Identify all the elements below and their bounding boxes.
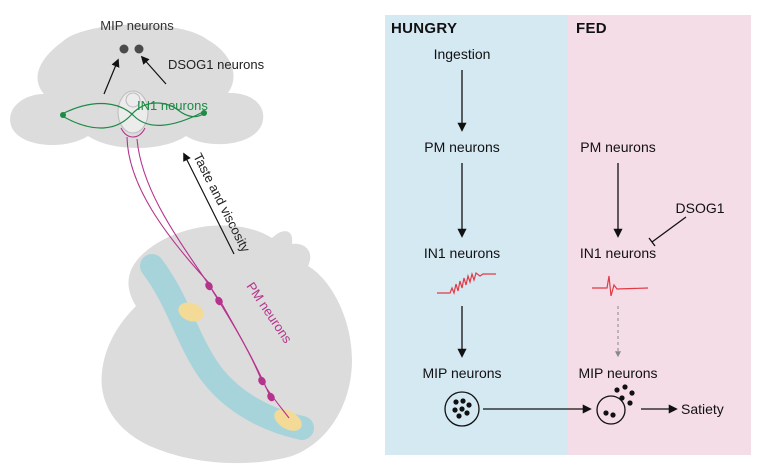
- in1-neurites: [63, 102, 204, 129]
- hungry-in1-label: IN1 neurons: [423, 245, 501, 261]
- hungry-mip-label: MIP neurons: [422, 365, 502, 381]
- pm-somata: [205, 281, 275, 402]
- brain-outline: [10, 24, 264, 148]
- in1-soma-right: [201, 110, 207, 116]
- fed-mip-label: MIP neurons: [578, 365, 658, 381]
- fed-panel: [568, 15, 751, 455]
- taste-viscosity-label: Taste and viscosity: [190, 151, 253, 255]
- pm-neurons-left-label: PM neurons: [244, 279, 296, 346]
- mip-label: MIP neurons: [100, 18, 174, 33]
- gland-posterior: [274, 409, 302, 431]
- pm-neurites: [120, 127, 290, 419]
- pharynx-ring: [125, 92, 141, 108]
- pharynx-oval: [117, 90, 149, 134]
- mip-soma-left: [119, 44, 129, 54]
- in1-label: IN1 neurons: [137, 98, 208, 113]
- fed-dsog1-label: DSOG1: [675, 200, 725, 216]
- satiety-label: Satiety: [681, 401, 724, 417]
- hungry-panel: [385, 15, 568, 455]
- gut: [140, 254, 314, 440]
- fed-title: FED: [576, 20, 607, 37]
- fed-pm-label: PM neurons: [580, 139, 656, 155]
- mip-arrow-left: [103, 58, 120, 95]
- ingestion-label: Ingestion: [433, 46, 491, 62]
- hungry-pm-label: PM neurons: [424, 139, 500, 155]
- dsog1-neurons-label: DSOG1 neurons: [168, 57, 265, 72]
- dsog1-arrow: [140, 55, 167, 85]
- gland-anterior: [178, 302, 204, 322]
- in1-soma-left: [60, 112, 66, 118]
- larva-body: [101, 225, 352, 464]
- taste-arrow: [183, 152, 235, 255]
- hungry-title: HUNGRY: [391, 20, 458, 37]
- mip-soma-right: [134, 44, 144, 54]
- fed-in1-label: IN1 neurons: [579, 245, 657, 261]
